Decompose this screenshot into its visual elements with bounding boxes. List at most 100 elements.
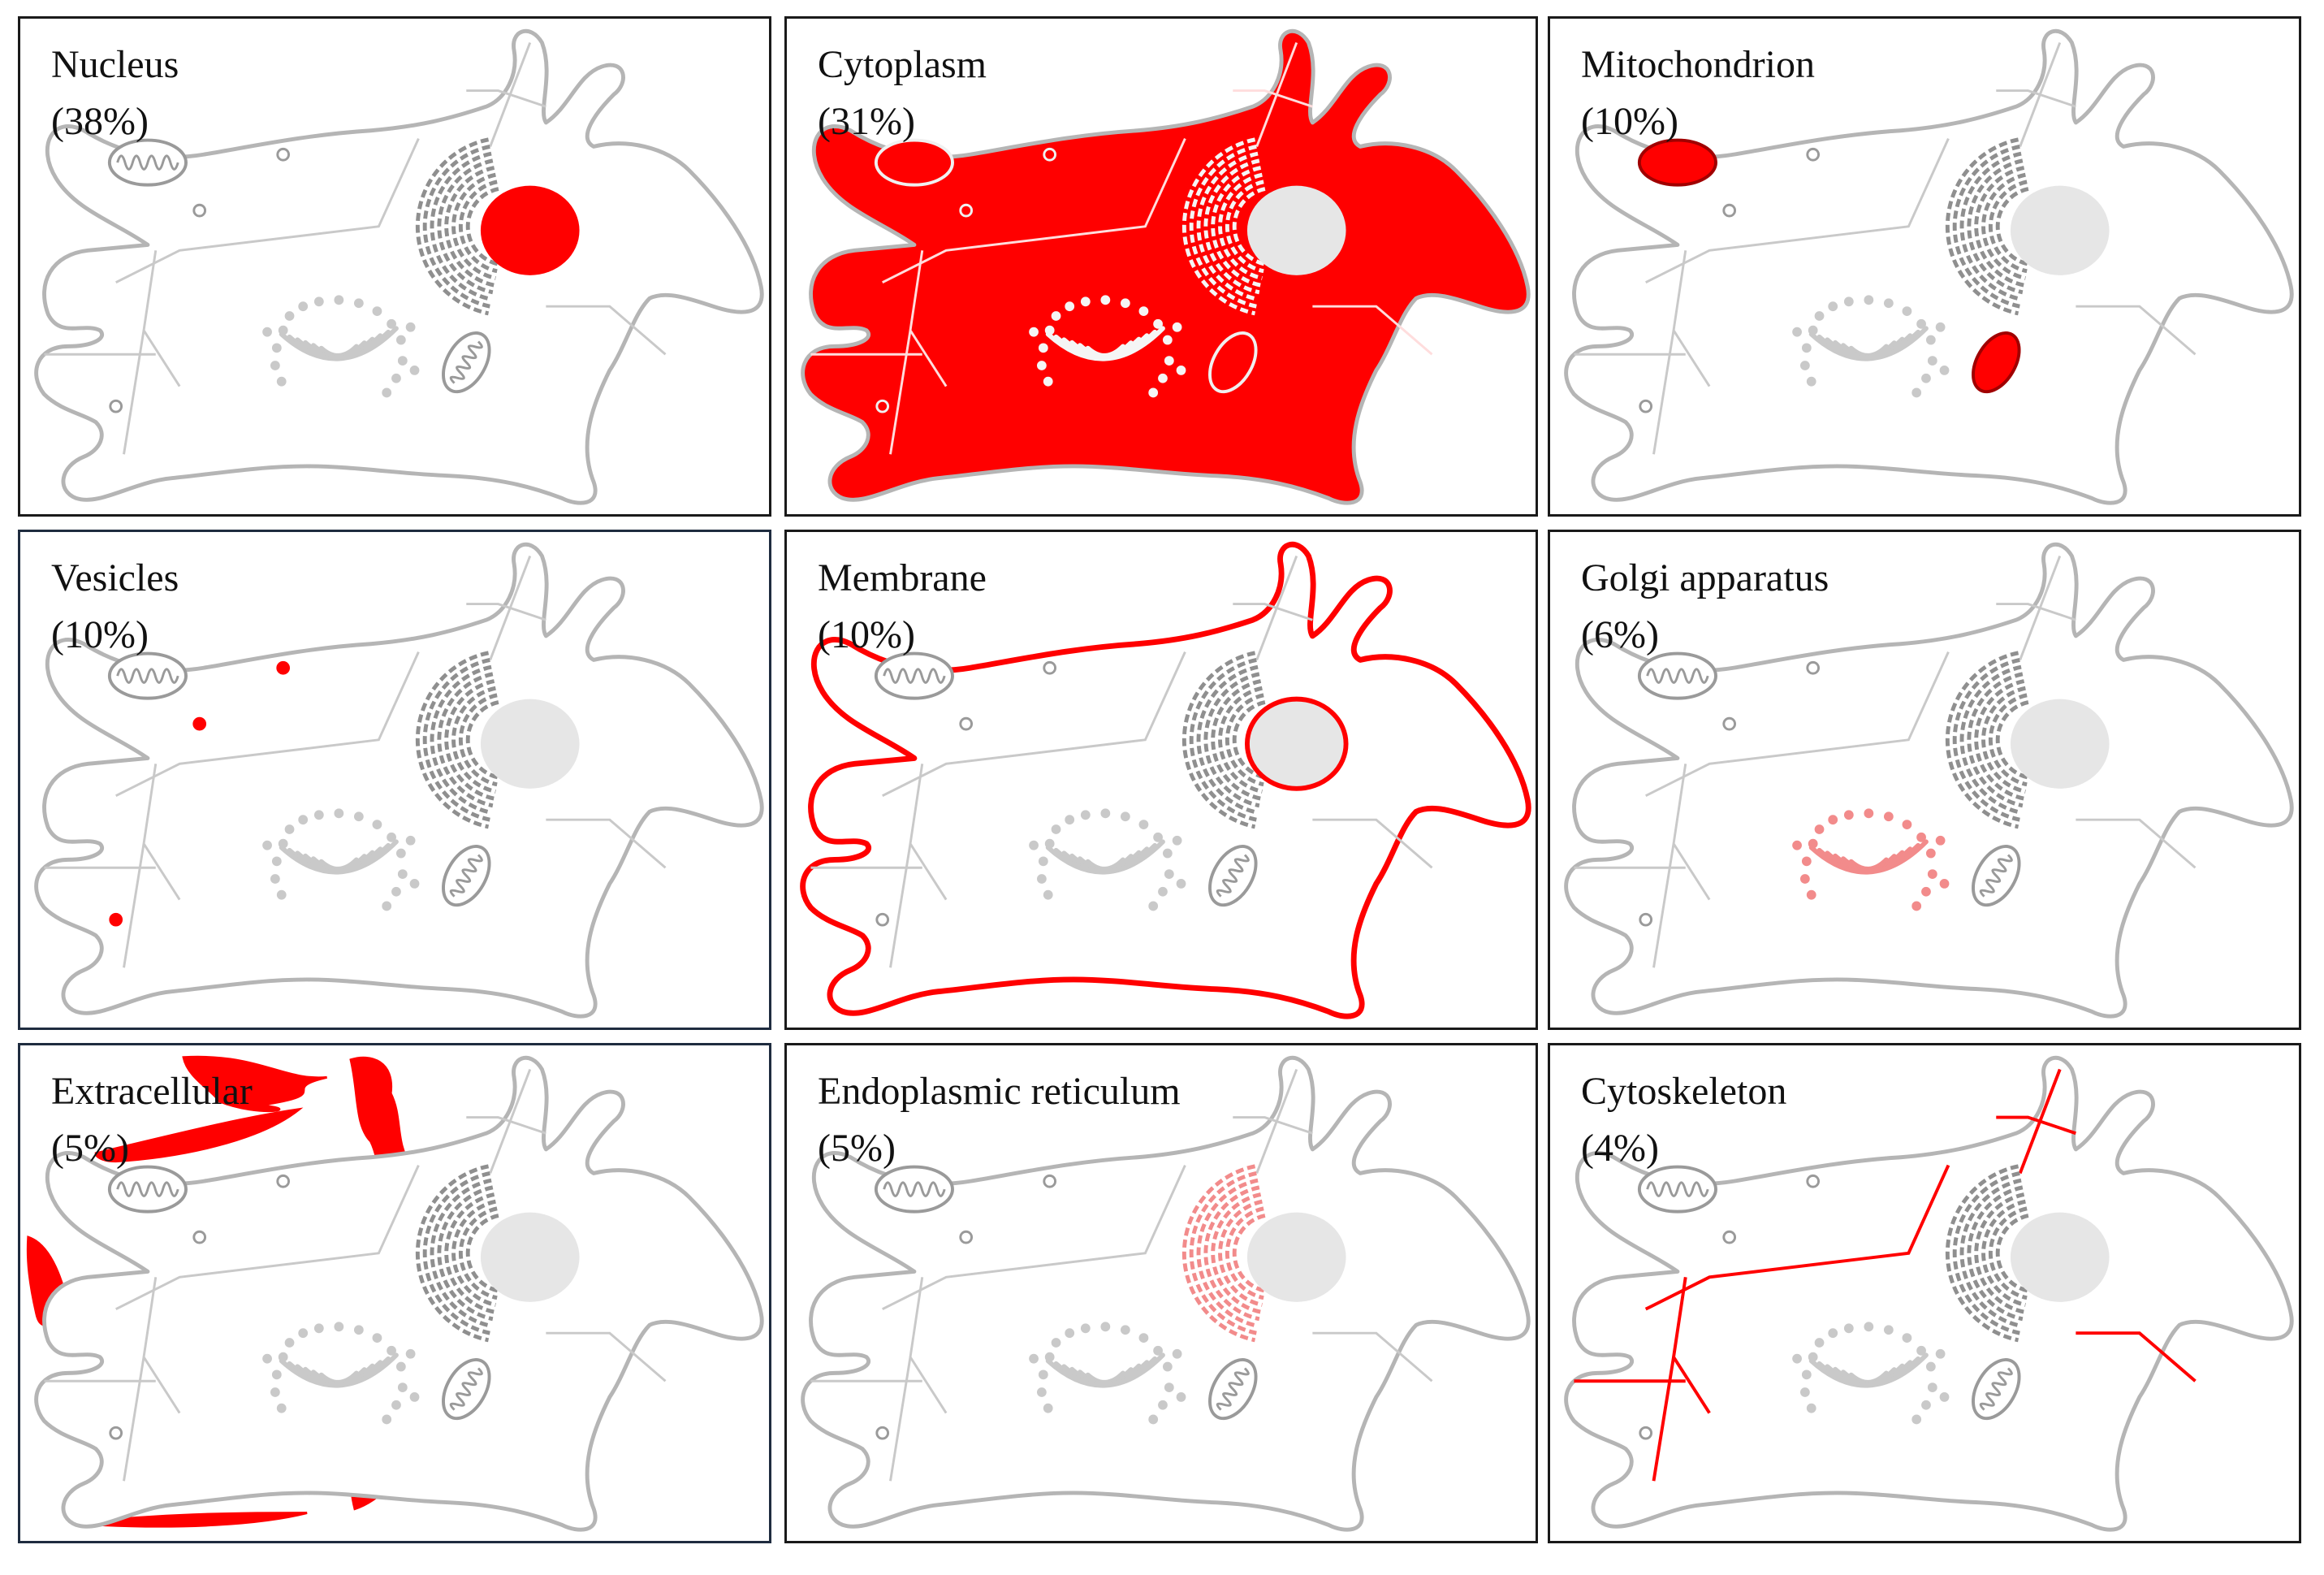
panel-percent: (31%)	[818, 100, 915, 143]
cytoskeleton-lines	[1574, 41, 2197, 455]
vesicle-1	[1806, 660, 1821, 675]
golgi-apparatus	[1029, 1322, 1186, 1425]
mitochondrion-1	[107, 138, 188, 187]
panel-nucleus: Nucleus (38%)	[18, 16, 771, 517]
golgi-apparatus-highlight	[1792, 808, 1950, 911]
mitochondrion-2	[1972, 1358, 2021, 1421]
endoplasmic-reticulum	[1945, 651, 2029, 829]
vesicle-3	[1639, 1426, 1653, 1440]
vesicle-3	[109, 912, 123, 927]
nucleus	[480, 1212, 580, 1302]
cytoskeleton-lines	[1574, 1068, 2197, 1482]
cell-diagram	[1564, 1055, 2294, 1532]
nucleus	[2010, 699, 2110, 789]
panel-percent: (10%)	[1581, 100, 1678, 143]
panel-percent: (38%)	[51, 100, 149, 143]
vesicle-1	[276, 147, 291, 162]
mitochondrion-1	[1637, 1165, 1717, 1214]
panel-label: Cytoskeleton (4%)	[1581, 1063, 1786, 1177]
vesicle-2	[192, 203, 207, 218]
nucleus-highlight	[480, 185, 580, 275]
nucleus	[480, 699, 580, 789]
panel-percent: (5%)	[818, 1127, 896, 1170]
nucleus	[1246, 185, 1346, 275]
mitochondrion-1-highlight	[1637, 138, 1717, 187]
cell-outline	[801, 28, 1531, 505]
cell-membrane-highlight	[800, 541, 1531, 1019]
panel-membrane: Membrane (10%)	[784, 530, 1538, 1030]
vesicle-2	[1722, 716, 1737, 731]
panel-label: Extracellular (5%)	[51, 1063, 253, 1177]
panel-title: Membrane	[818, 556, 987, 599]
cell-outline	[1564, 542, 2294, 1019]
cytoskeleton-lines	[44, 1068, 667, 1482]
cell-diagram	[34, 28, 764, 505]
vesicle-1	[1806, 1174, 1821, 1188]
golgi-apparatus	[1792, 295, 1950, 398]
panel-title: Mitochondrion	[1581, 43, 1815, 86]
golgi-apparatus	[1029, 295, 1186, 398]
vesicle-2	[959, 716, 974, 731]
panel-mitochondrion: Mitochondrion (10%)	[1548, 16, 2301, 517]
panel-percent: (5%)	[51, 1127, 129, 1170]
mitochondrion-2	[1208, 845, 1258, 907]
endoplasmic-reticulum	[415, 1164, 499, 1343]
vesicle-3	[109, 399, 123, 413]
vesicle-2	[959, 1230, 974, 1244]
panel-extracellular: Extracellular (5%)	[18, 1043, 771, 1543]
panel-title: Extracellular	[51, 1070, 253, 1113]
vesicle-2	[192, 716, 207, 731]
panel-label: Vesicles (10%)	[51, 550, 179, 664]
vesicle-1	[1043, 660, 1057, 675]
vesicle-3	[875, 1426, 890, 1440]
panel-title: Cytoskeleton	[1581, 1070, 1787, 1113]
cytoskeleton-lines	[810, 41, 1433, 455]
panel-title: Nucleus	[51, 43, 179, 86]
panel-title: Endoplasmic reticulum	[818, 1070, 1181, 1113]
cell-outline	[1564, 1055, 2294, 1532]
vesicle-3	[875, 912, 890, 927]
cell-outline	[1564, 28, 2294, 505]
endoplasmic-reticulum	[1945, 137, 2029, 316]
golgi-apparatus	[1029, 808, 1186, 911]
endoplasmic-reticulum	[1181, 137, 1266, 316]
cell-diagram	[801, 1055, 1531, 1532]
cell-diagram	[1564, 542, 2294, 1019]
cytoskeleton-lines	[1574, 555, 2197, 968]
mitochondrion-2	[442, 845, 491, 907]
panel-label: Nucleus (38%)	[51, 37, 179, 150]
cell-diagram	[801, 28, 1531, 505]
panel-percent: (10%)	[51, 613, 149, 656]
vesicle-2	[1722, 203, 1737, 218]
vesicle-1	[1806, 147, 1821, 162]
mitochondrion-1	[107, 651, 188, 700]
panel-label: Endoplasmic reticulum (5%)	[818, 1063, 1181, 1177]
panel-label: Cytoplasm (31%)	[818, 37, 987, 150]
panel-title: Golgi apparatus	[1581, 556, 1829, 599]
endoplasmic-reticulum	[415, 137, 499, 316]
endoplasmic-reticulum	[1945, 1164, 2029, 1343]
cytoskeleton-lines	[810, 555, 1433, 968]
nucleus	[2010, 1212, 2110, 1302]
vesicle-1	[276, 660, 291, 675]
extracellular-blob-2	[94, 1107, 304, 1163]
vesicle-1	[1043, 1174, 1057, 1188]
cytoskeleton-lines	[810, 1068, 1433, 1482]
panel-vesicles: Vesicles (10%)	[18, 530, 771, 1030]
mitochondrion-2	[1972, 845, 2021, 907]
mitochondrion-1	[874, 1165, 954, 1214]
vesicle-2	[1722, 1230, 1737, 1244]
panel-cytoplasm: Cytoplasm (31%)	[784, 16, 1538, 517]
golgi-apparatus	[262, 1322, 420, 1425]
cytoskeleton-lines	[44, 555, 667, 968]
panel-percent: (4%)	[1581, 1127, 1659, 1170]
panel-percent: (10%)	[818, 613, 915, 656]
mitochondrion-1	[107, 1165, 188, 1214]
panel-title: Vesicles	[51, 556, 179, 599]
panel-title: Cytoplasm	[818, 43, 987, 86]
panel-golgi-apparatus: Golgi apparatus (6%)	[1548, 530, 2301, 1030]
mitochondrion-2	[1208, 1358, 1258, 1421]
golgi-apparatus	[1792, 1322, 1950, 1425]
vesicle-3	[875, 399, 890, 413]
cell-diagram	[1564, 28, 2294, 505]
